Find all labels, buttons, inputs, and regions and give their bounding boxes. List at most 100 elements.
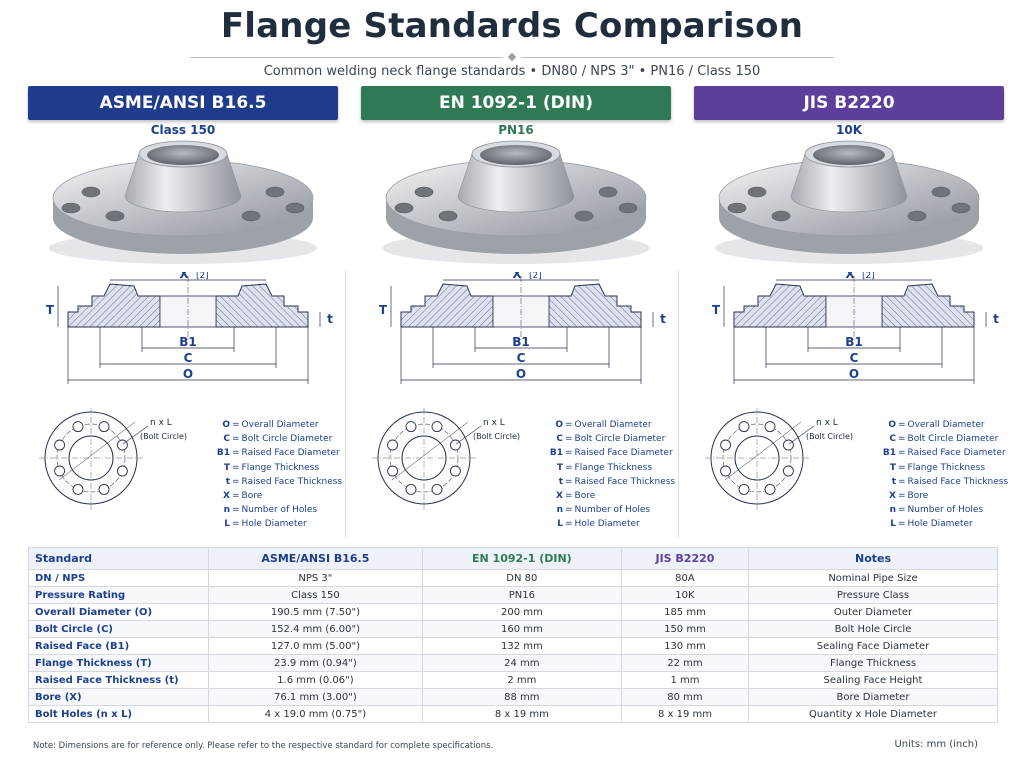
bolt-hole [54,439,66,451]
bolt-hole [764,483,776,495]
legend-item: t=Raised Face Thickness [874,475,1008,489]
legend-item: L=Hole Diameter [541,517,675,531]
flange-section-left [67,283,161,328]
table-cell: 160 mm [421,620,622,638]
bolt-hole [54,465,66,477]
bolt-hole [105,210,125,222]
title-rule-right [521,57,834,58]
legend-symbol: L [890,519,896,530]
table-cell: 185 mm [620,603,750,621]
bolt-circle-diagram: n x L(Bolt Circle) [39,408,187,510]
legend-item: n=Number of Holes [874,503,1008,517]
flange-section-right [215,283,309,328]
diameter-line [391,421,469,481]
legend-item: B1=Raised Face Diameter [541,446,675,460]
leader-line [788,425,815,445]
legend-equals: = [898,434,906,445]
bolt-hole [738,421,750,433]
legend-text: Hole Diameter [241,519,307,530]
table-header-cell: Notes [748,547,998,570]
dimension-label-ref: [2] [529,272,542,281]
table-row: Raised Face Thickness (t)1.6 mm (0.06")2… [28,671,998,689]
table-header-cell: JIS B2220 [620,547,750,570]
legend-item: O=Overall Diameter [874,418,1008,432]
flange-hub [457,153,575,213]
dimension-label-c: C [184,351,193,365]
dimension-label-t-lower: t [327,312,333,326]
bolt-hole [405,483,417,495]
legend-equals: = [898,519,906,530]
legend-equals: = [565,491,573,502]
diameter-line [58,421,136,481]
legend-symbol: T [556,462,563,473]
legend-text: Number of Holes [241,505,318,516]
legend-text: Overall Diameter [574,420,652,430]
legend-text: Bolt Circle Diameter [907,434,999,445]
legend-equals: = [898,448,906,459]
legend-text: Bore [574,491,596,502]
bolt-circle-diagram: n x L(Bolt Circle) [705,408,853,510]
legend-text: Flange Thickness [241,462,320,473]
bolt-hole [574,210,594,222]
legend-symbol: L [224,519,230,530]
legend-item: X=Bore [208,489,342,503]
legend-text: Number of Holes [574,505,651,516]
legend-equals: = [232,476,240,487]
flange-section-left [733,283,827,328]
dimension-label-b1: B1 [179,335,197,349]
legend-item: t=Raised Face Thickness [541,475,675,489]
table-header-cell: Standard [28,547,209,570]
table-row-label: Bolt Circle (C) [28,620,209,638]
legend-symbol: C [889,434,896,445]
legend-equals: = [565,420,573,430]
comparison-table: Standard ASME/ANSI B16.5 EN 1092-1 (DIN)… [28,547,998,723]
standard-header: ASME/ANSI B16.5 [28,86,338,120]
table-cell: DN 80 [421,569,622,587]
legend-equals: = [565,448,573,459]
legend-equals: = [232,505,240,516]
legend-item: n=Number of Holes [541,503,675,517]
legend-symbol: t [891,476,896,487]
table-cell: 132 mm [421,637,622,655]
legend-symbol: L [557,519,563,530]
legend-equals: = [565,505,573,516]
flange-photo [49,140,317,264]
legend-equals: = [565,519,573,530]
legend-equals: = [232,519,240,530]
flange-section-right [548,283,642,328]
bolt-hole [738,483,750,495]
legend-item: T=Flange Thickness [874,461,1008,475]
table-cell: 127.0 mm (5.00") [208,637,423,655]
legend-item: B1=Raised Face Diameter [874,446,1008,460]
holes-label: n x L [483,418,505,428]
table-cell: 130 mm [620,637,750,655]
legend-item: T=Flange Thickness [208,461,342,475]
pressure-class-label: 10K [836,123,862,137]
bolt-hole [727,202,747,214]
table-cell: Quantity x Hole Diameter [748,705,998,723]
table-row-label: Flange Thickness (T) [28,654,209,672]
legend-symbol: B1 [882,448,896,459]
bolt-circle-label: (Bolt Circle) [473,432,520,441]
table-row-label: Bore (X) [28,688,209,706]
legend-symbol: t [225,476,230,487]
bolt-hole [431,483,443,495]
bolt-hole [387,465,399,477]
legend-symbol: X [889,491,896,502]
bolt-hole [285,202,305,214]
legend-equals: = [898,476,906,487]
dimension-label-ref: [2] [196,272,209,281]
legend-text: Hole Diameter [907,519,973,530]
table-cell: NPS 3" [208,569,423,587]
legend-symbol: B1 [549,448,563,459]
legend-symbol: T [223,462,230,473]
table-header-cell: ASME/ANSI B16.5 [208,547,423,570]
legend-symbol: O [888,420,896,430]
legend-item: C=Bolt Circle Diameter [874,432,1008,446]
dimension-label-c: C [850,351,859,365]
bolt-hole [431,421,443,433]
column-divider [678,270,679,538]
